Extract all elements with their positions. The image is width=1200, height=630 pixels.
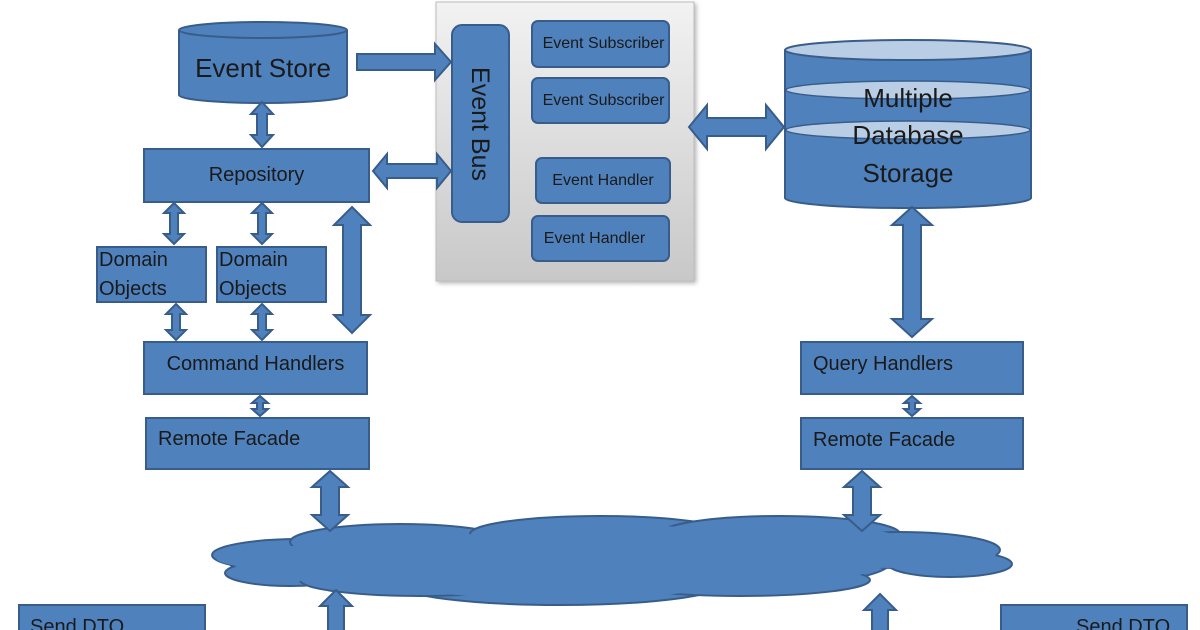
arrow-dto-cloud-right	[861, 592, 899, 630]
query-handlers-label: Query Handlers	[813, 353, 954, 375]
domain-objects-label-line1: Domain	[219, 249, 288, 271]
network-cloud-fill	[216, 524, 996, 599]
command-handlers-box	[143, 341, 368, 395]
arrow-store-repository	[248, 100, 276, 149]
send-dto-label-right: Send DTO	[1076, 616, 1171, 630]
arrow-domain-command-1	[163, 302, 189, 342]
event-handler-box	[531, 215, 670, 262]
arrow-repository-bus	[371, 151, 453, 191]
arrow-event-store-to-bus	[356, 41, 453, 83]
event-handler-label: Event Handler	[543, 229, 646, 247]
query-handlers-box	[800, 341, 1024, 395]
event-store-label: Event Store	[195, 52, 331, 83]
domain-objects-label-line1: Domain	[99, 249, 168, 271]
remote-facade-box-right	[800, 417, 1024, 470]
arrow-repository-command	[331, 205, 373, 335]
send-dto-label-left: Send DTO	[30, 616, 125, 630]
arrow-database-query	[889, 205, 935, 339]
arrow-query-facade	[901, 394, 923, 418]
repository-label: Repository	[208, 164, 305, 186]
arrow-facade-cloud-right	[841, 469, 883, 533]
multiple-db-label-line3: Storage	[862, 157, 954, 188]
event-subscriber-box	[531, 77, 670, 124]
event-subscriber-box	[531, 20, 670, 68]
multiple-db-label-line2: Database	[852, 119, 964, 150]
domain-objects-label-line2: Objects	[99, 278, 167, 300]
arrow-repository-domain-2	[249, 201, 275, 246]
event-handler-box	[535, 157, 671, 204]
multiple-database-cylinder	[784, 39, 1032, 209]
event-handler-label: Event Handler	[552, 171, 654, 189]
repository-box	[143, 148, 370, 203]
arrow-repository-domain-1	[161, 201, 187, 246]
domain-objects-box	[96, 246, 207, 303]
event-subscriber-label: Event Subscriber	[542, 91, 665, 109]
event-subscriber-label: Event Subscriber	[542, 35, 665, 52]
command-handlers-label: Command Handlers	[166, 352, 345, 375]
arrow-bus-database	[687, 102, 786, 152]
remote-facade-label-left: Remote Facade	[158, 428, 301, 450]
send-dto-box-right	[1000, 604, 1188, 630]
event-bus-box	[451, 24, 510, 223]
remote-facade-box-left	[145, 417, 370, 470]
event-store-cylinder	[178, 21, 348, 104]
domain-objects-box	[216, 246, 327, 303]
arrow-dto-cloud-left	[317, 588, 355, 630]
arrow-domain-command-2	[249, 302, 275, 342]
remote-facade-label-right: Remote Facade	[813, 429, 956, 451]
arrow-facade-cloud-left	[309, 469, 351, 533]
event-bus-label: Event Bus	[466, 67, 495, 181]
arrow-command-facade	[249, 394, 271, 418]
multiple-db-label-line1: Multiple	[863, 82, 953, 113]
domain-objects-label-line2: Objects	[219, 278, 287, 300]
send-dto-box-left	[18, 604, 206, 630]
